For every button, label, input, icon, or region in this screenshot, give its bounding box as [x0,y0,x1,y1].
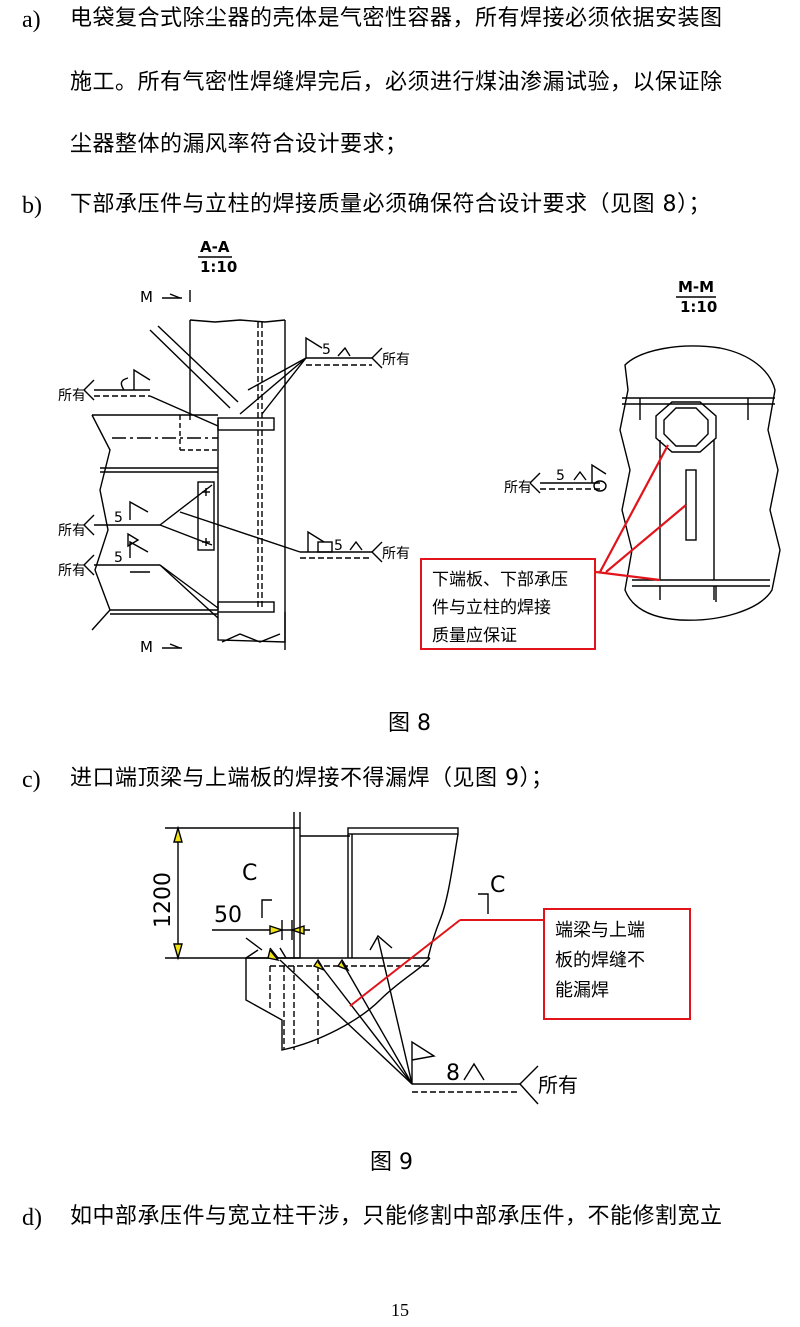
weld-all-fig9: 所有 [538,1073,578,1097]
section-aa-name: A-A [200,238,230,256]
section-mark-right: C [490,873,505,898]
figure-8-caption: 图 8 [388,711,431,736]
weld-all-left-mid: 所有 [58,523,86,539]
weld-all-left-top: 所有 [58,388,86,404]
weld-size-left-mid: 5 [114,510,123,526]
figure-9-drawing: 1200 50 C C 8 所有 [151,812,578,1105]
item-marker: d) [22,1205,42,1231]
section-mm-scale: 1:10 [680,298,717,316]
dim-width: 50 [214,903,242,928]
item-a-line-2: 施工。所有气密性焊缝焊完后，必须进行煤油渗漏试验，以保证除 [70,70,723,95]
weld-size-top: 5 [322,342,331,358]
figure-8-drawing: A-A 1:10 M M 5 所有 所有 所有 [58,238,781,656]
weld-all-top: 所有 [382,352,410,368]
weld-size-fig9: 8 [446,1061,460,1086]
page-number: 15 [391,1300,409,1320]
weld-all-mm: 所有 [504,480,532,496]
figure-9-callout: 端梁与上端 板的焊缝不 能漏焊 [543,908,691,1020]
cut-mark-top: M [140,288,153,306]
weld-size-left-bottom: 5 [114,550,123,566]
item-a-line-3: 尘器整体的漏风率符合设计要求； [70,132,408,157]
figure-9-caption: 图 9 [370,1150,413,1175]
item-c-line-1: 进口端顶梁与上端板的焊接不得漏焊（见图 9）； [70,766,554,791]
section-mm-name: M-M [678,278,714,296]
figure-8-callout: 下端板、下部承压 件与立柱的焊接 质量应保证 [420,558,596,650]
item-a-line-1: 电袋复合式除尘器的壳体是气密性容器，所有焊接必须依据安装图 [70,6,723,31]
weld-all-right-mid: 所有 [382,546,410,562]
item-marker: a) [22,7,41,33]
item-b-line-1: 下部承压件与立柱的焊接质量必须确保符合设计要求（见图 8）； [70,192,711,217]
dim-height: 1200 [151,872,176,928]
item-marker: b) [22,193,42,219]
cut-mark-bottom: M [140,638,153,656]
item-marker: c) [22,767,41,793]
section-aa-scale: 1:10 [200,258,237,276]
weld-size-right-mid: 5 [334,538,343,554]
item-d-line-1: 如中部承压件与宽立柱干涉，只能修割中部承压件，不能修割宽立 [70,1204,723,1229]
section-mark-left: C [242,861,257,886]
weld-size-mm: 5 [556,468,565,484]
weld-all-left-bottom: 所有 [58,563,86,579]
